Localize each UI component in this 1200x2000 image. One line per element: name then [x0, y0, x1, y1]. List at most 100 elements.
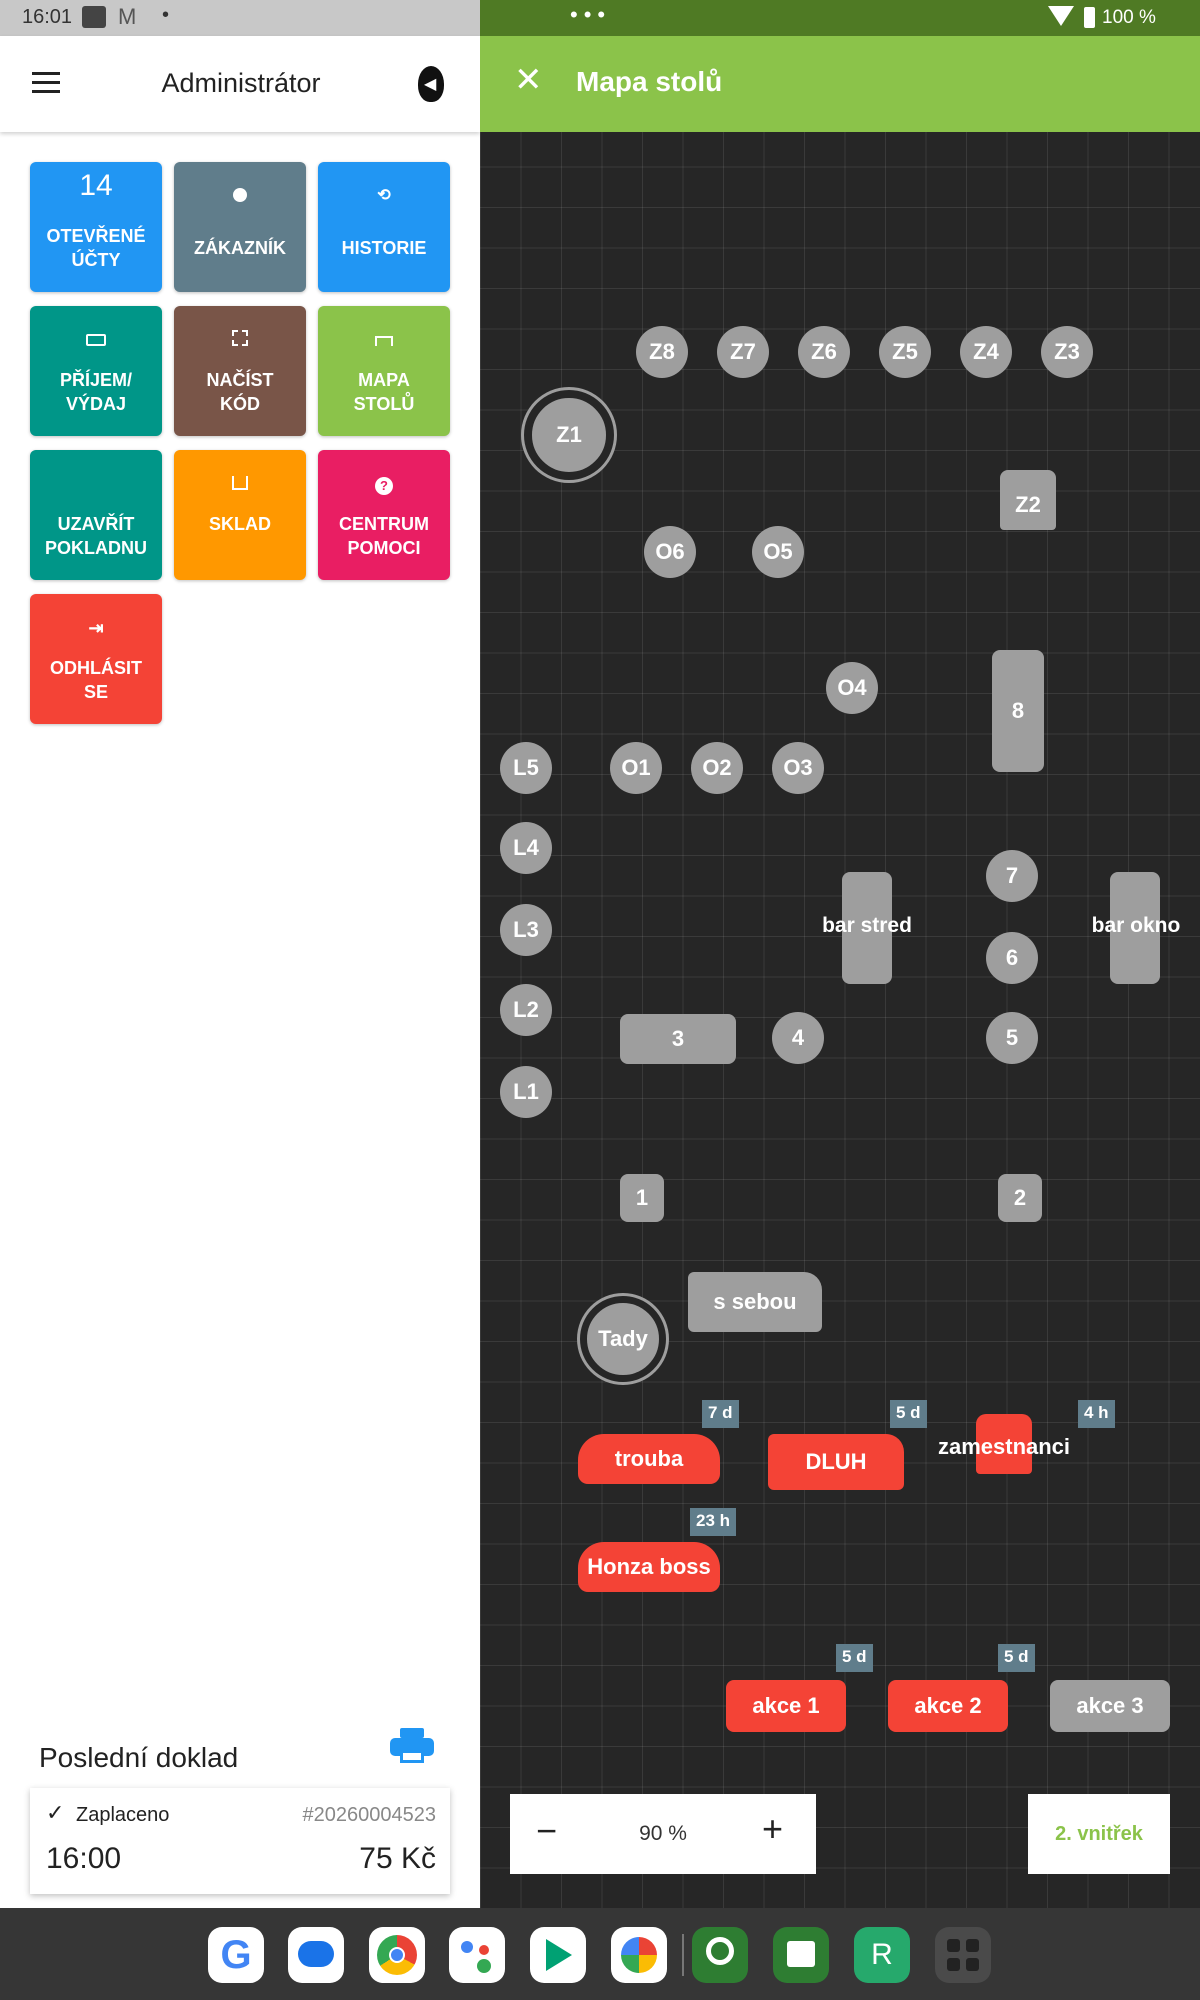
table-l3[interactable]: L3: [500, 904, 552, 956]
help-icon: ?: [318, 472, 450, 496]
table-bar-stred[interactable]: bar stred: [822, 914, 912, 937]
table-o1[interactable]: O1: [610, 742, 662, 794]
table-trouba[interactable]: trouba: [578, 1434, 720, 1484]
duration-badge: 7 d: [702, 1400, 739, 1428]
screenshot-icon: [82, 6, 106, 28]
table-1[interactable]: 1: [620, 1174, 664, 1222]
tile-label: HISTORIE: [341, 238, 427, 258]
customer-tile[interactable]: ZÁKAZNÍK: [174, 162, 306, 292]
table-8[interactable]: 8: [992, 650, 1044, 772]
table-o2[interactable]: O2: [691, 742, 743, 794]
table-icon: [318, 328, 450, 352]
pos-app-icon[interactable]: [692, 1927, 748, 1983]
table-map-tile[interactable]: MAPA STOLŮ: [318, 306, 450, 436]
table-z2[interactable]: Z2: [1000, 470, 1056, 530]
last-receipt-card[interactable]: ✓ Zaplaceno #20260004523 16:00 75 Kč: [30, 1788, 450, 1894]
forklift-icon: [174, 472, 306, 496]
table-honza-boss[interactable]: Honza boss: [578, 1542, 720, 1592]
table-3[interactable]: 3: [620, 1014, 736, 1064]
table-z4[interactable]: Z4: [960, 326, 1012, 378]
table-z7[interactable]: Z7: [717, 326, 769, 378]
duration-badge: 23 h: [690, 1508, 737, 1536]
battery-level: 100 %: [1102, 7, 1156, 28]
messages-app-icon[interactable]: [288, 1927, 344, 1983]
table-akce-2[interactable]: akce 2: [888, 1680, 1008, 1732]
close-icon[interactable]: ✕: [514, 61, 543, 99]
status-bar: 16:01 M • ••• 100 %: [0, 0, 1200, 36]
table-dluh[interactable]: DLUH: [768, 1434, 904, 1490]
google-app-icon[interactable]: G: [208, 1927, 264, 1983]
tile-label: POMOCI: [347, 538, 421, 558]
open-accounts-tile[interactable]: 14 OTEVŘENÉ ÚČTY: [30, 162, 162, 292]
table-zamestnanci[interactable]: zamestnanci: [937, 1434, 1071, 1459]
table-s-sebou[interactable]: s sebou: [688, 1272, 822, 1332]
table-7[interactable]: 7: [986, 850, 1038, 902]
scan-code-tile[interactable]: NAČÍST KÓD: [174, 306, 306, 436]
more-dots-icon: •••: [570, 2, 612, 27]
table-o4[interactable]: O4: [826, 662, 878, 714]
tile-label: STOLŮ: [353, 394, 415, 414]
zoom-in-button[interactable]: +: [762, 1808, 784, 1849]
duration-badge: 5 d: [998, 1644, 1035, 1672]
table-o6[interactable]: O6: [644, 526, 696, 578]
account-switch-icon[interactable]: ◀: [418, 66, 444, 102]
table-z5[interactable]: Z5: [879, 326, 931, 378]
tile-label: PŘÍJEM/: [59, 370, 133, 390]
table-tady[interactable]: Tady: [580, 1296, 666, 1382]
play-store-app-icon[interactable]: [530, 1927, 586, 1983]
table-z3[interactable]: Z3: [1041, 326, 1093, 378]
history-tile[interactable]: ⟲ HISTORIE: [318, 162, 450, 292]
table-l5[interactable]: L5: [500, 742, 552, 794]
table-bar-okno[interactable]: bar okno: [1091, 914, 1181, 937]
table-l2[interactable]: L2: [500, 984, 552, 1036]
close-register-tile[interactable]: UZAVŘÍT POKLADNU: [30, 450, 162, 580]
table-akce-3[interactable]: akce 3: [1050, 1680, 1170, 1732]
table-l4[interactable]: L4: [500, 822, 552, 874]
history-icon: ⟲: [377, 187, 391, 204]
table-o5[interactable]: O5: [752, 526, 804, 578]
duration-badge: 5 d: [890, 1400, 927, 1428]
battery-icon: [1084, 7, 1095, 28]
open-accounts-count: 14: [79, 169, 113, 202]
receipt-number: #20260004523: [302, 1804, 436, 1826]
help-center-tile[interactable]: ? CENTRUM POMOCI: [318, 450, 450, 580]
room-selector-button[interactable]: 2. vnitřek: [1028, 1794, 1170, 1874]
r-app-icon[interactable]: R: [854, 1927, 910, 1983]
page-title: Administrátor: [161, 68, 321, 98]
table-6[interactable]: 6: [986, 932, 1038, 984]
store-app-icon[interactable]: [773, 1927, 829, 1983]
table-z8[interactable]: Z8: [636, 326, 688, 378]
dock-divider: [682, 1934, 684, 1976]
table-2[interactable]: 2: [998, 1174, 1042, 1222]
app-drawer-icon[interactable]: [935, 1927, 991, 1983]
tile-label: ÚČTY: [71, 250, 121, 270]
print-icon[interactable]: [390, 1728, 434, 1764]
table-5[interactable]: 5: [986, 1012, 1038, 1064]
qr-icon: [174, 328, 306, 352]
map-title: Mapa stolů: [576, 66, 723, 97]
dot-icon: •: [162, 4, 170, 26]
money-icon: [30, 328, 162, 352]
photos-app-icon[interactable]: [611, 1927, 667, 1983]
table-z1[interactable]: Z1: [524, 390, 614, 480]
table-z6[interactable]: Z6: [798, 326, 850, 378]
table-o3[interactable]: O3: [772, 742, 824, 794]
person-icon: [174, 184, 306, 208]
menu-icon[interactable]: [32, 72, 60, 94]
zoom-level: 90 %: [639, 1822, 687, 1845]
table-l1[interactable]: L1: [500, 1066, 552, 1118]
chrome-app-icon[interactable]: [369, 1927, 425, 1983]
table-4[interactable]: 4: [772, 1012, 824, 1064]
table-akce-1[interactable]: akce 1: [726, 1680, 846, 1732]
duration-badge: 5 d: [836, 1644, 873, 1672]
tile-label: KÓD: [220, 394, 260, 414]
income-expense-tile[interactable]: PŘÍJEM/ VÝDAJ: [30, 306, 162, 436]
left-panel: Administrátor ◀ 14 OTEVŘENÉ ÚČTY ZÁKAZNÍ…: [0, 36, 480, 1908]
tile-label: SE: [83, 682, 108, 702]
map-header: ✕ Mapa stolů: [480, 36, 1200, 132]
stock-tile[interactable]: SKLAD: [174, 450, 306, 580]
zoom-out-button[interactable]: −: [536, 1810, 558, 1851]
logout-tile[interactable]: ⇥ ODHLÁSIT SE: [30, 594, 162, 724]
assistant-app-icon[interactable]: [449, 1927, 505, 1983]
tile-label: VÝDAJ: [65, 394, 127, 414]
